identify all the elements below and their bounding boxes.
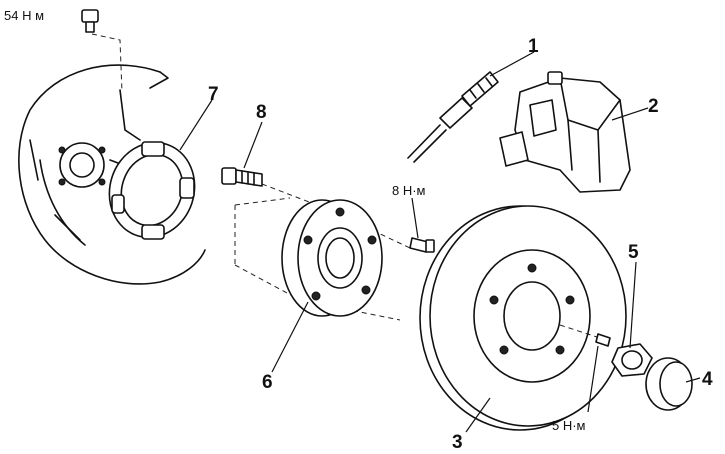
grease-cap [645,357,693,411]
leader-3 [465,397,491,433]
callout-8: 8 [256,102,267,123]
leader-6 [271,301,309,373]
hub-nut [611,343,653,377]
callout-5: 5 [628,242,639,263]
parking-brake-shoe [108,141,196,240]
brake-caliper [499,71,631,193]
leader-4 [685,377,701,383]
torque-hub-screw: 8 Н·м [392,183,426,198]
backing-plate-bolt [81,9,123,93]
leader-5nm [587,345,599,413]
torque-backing-plate-bolt: 54 Н м [4,8,44,23]
callout-3: 3 [452,432,463,453]
leader-8 [243,121,263,169]
callout-4: 4 [702,369,713,390]
brake-disc [419,205,627,431]
leader-8nm [411,197,419,239]
callout-6: 6 [262,372,273,393]
brake-hose [407,71,499,163]
wheel-hub [281,199,383,317]
leader-7 [179,99,213,151]
hub-stud [221,167,263,187]
callout-7: 7 [208,84,219,105]
backing-plate [18,64,206,285]
hub-screw [409,237,435,253]
leader-2 [611,107,649,121]
callout-1: 1 [528,36,539,57]
disc-screw [595,333,611,347]
leader-1 [489,51,535,77]
leader-5 [629,261,637,349]
torque-disc-screw: 5 Н·м [552,418,586,433]
callout-2: 2 [648,96,659,117]
